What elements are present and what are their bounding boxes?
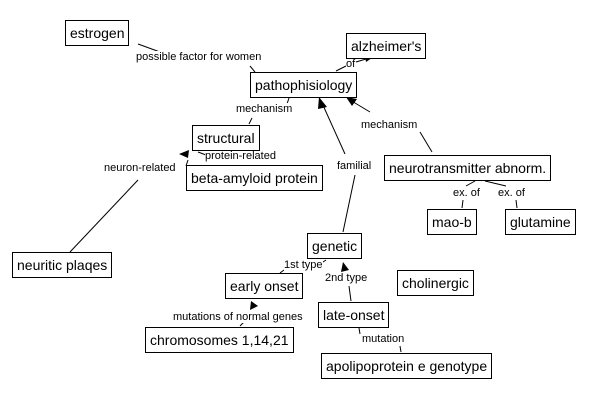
edge-label-mutation: mutation: [362, 333, 405, 345]
link-estrogen-factor: [137, 43, 161, 53]
node-estrogen[interactable]: estrogen: [65, 20, 130, 46]
node-apolipoprotein-e-genotype[interactable]: apolipoprotein e genotype: [321, 353, 493, 379]
link-pathophisiology-of: [335, 65, 347, 72]
node-late-onset[interactable]: late-onset: [318, 302, 390, 328]
arrowhead-mechanism: [346, 97, 357, 106]
edge-label-1st-type: 1st type: [284, 259, 323, 271]
node-neurotransmitter-abnorm[interactable]: neurotransmitter abnorm.: [384, 155, 552, 181]
node-mao-b[interactable]: mao-b: [427, 209, 477, 235]
arrowhead-mutations: [250, 301, 258, 310]
node-beta-amyloid-protein[interactable]: beta-amyloid protein: [186, 165, 323, 191]
link-protein-related-structural: [197, 151, 207, 156]
link-exof-maob: [461, 199, 464, 209]
link-genetic-familial: [342, 174, 356, 233]
link-late-onset-2nd-type: [348, 285, 352, 302]
edge-label-ex-of-left: ex. of: [453, 187, 480, 199]
edge-label-familial: familial: [337, 160, 372, 172]
link-factor-pathophisiology: [249, 65, 256, 73]
node-chromosomes[interactable]: chromosomes 1,14,21: [145, 327, 294, 353]
link-of-alzheimers: [355, 58, 367, 63]
edge-label-possible-factor: possible factor for women: [136, 51, 262, 63]
node-glutamine[interactable]: glutamine: [505, 209, 576, 235]
link-neuritic-neuron-related: [69, 179, 139, 253]
edge-label-neuron-related: neuron-related: [104, 162, 176, 174]
link-neurotransmitter-exof-right: [484, 180, 507, 187]
link-mechanism-structural: [248, 117, 253, 125]
edge-label-2nd-type: 2nd type: [325, 272, 368, 284]
edge-label-protein-related: protein-related: [205, 150, 276, 162]
edge-label-mutations: mutations of normal genes: [173, 311, 303, 323]
link-mutation-apolipoprotein: [399, 345, 402, 353]
node-early-onset[interactable]: early onset: [225, 273, 304, 299]
node-pathophisiology[interactable]: pathophisiology: [250, 72, 358, 98]
arrowhead-2nd-type: [341, 262, 349, 272]
link-familial-pathophisiology: [321, 102, 346, 155]
node-genetic[interactable]: genetic: [307, 233, 363, 259]
link-1st-type-early-onset: [279, 269, 285, 274]
edge-label-mechanism-left: mechanism: [236, 103, 293, 115]
node-neuritic-plaqes[interactable]: neuritic plaqes: [12, 252, 113, 278]
edge-label-ex-of-right: ex. of: [498, 187, 525, 199]
arrowhead-protein-related: [179, 150, 189, 158]
arrowhead-familial: [318, 97, 327, 109]
edge-label-mechanism-right: mechanism: [361, 119, 418, 131]
node-cholinergic[interactable]: cholinergic: [397, 270, 474, 296]
link-late-onset-mutation: [358, 327, 361, 335]
edge-label-of: of: [346, 58, 356, 70]
link-neurotransmitter-exof-left: [465, 180, 476, 187]
link-exof-glutamine: [515, 199, 518, 209]
node-alzheimers[interactable]: alzheimer's: [346, 33, 427, 59]
link-neurotransmitter-mechanism: [419, 131, 433, 153]
node-structural[interactable]: structural: [192, 125, 260, 151]
